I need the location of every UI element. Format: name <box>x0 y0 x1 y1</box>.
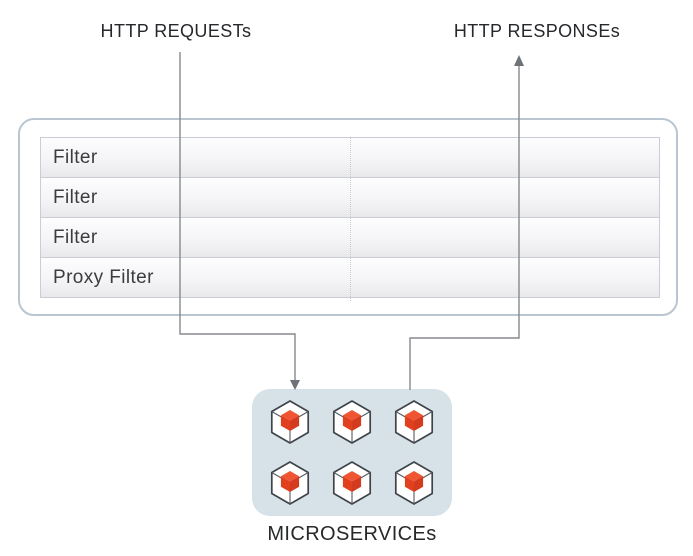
http-requests-label: HTTP REQUESTs <box>100 21 252 41</box>
filter-row-label: Filter <box>53 186 98 208</box>
microservice-cube-icon <box>394 461 434 505</box>
microservice-cube-icon <box>332 400 372 444</box>
microservices-label: MICROSERVICEs <box>267 523 437 545</box>
filter-row-label: Proxy Filter <box>53 266 154 288</box>
filter-row-label: Filter <box>53 146 98 168</box>
microservice-cube-icon <box>332 461 372 505</box>
microservice-cube-icon <box>270 461 310 505</box>
filter-row-label: Filter <box>53 226 98 248</box>
http-responses-label: HTTP RESPONSEs <box>453 21 621 41</box>
microservice-cube-icon <box>270 400 310 444</box>
microservice-cube-icon <box>394 400 434 444</box>
microservices-box <box>252 389 452 516</box>
filter-column-separator <box>350 137 351 301</box>
